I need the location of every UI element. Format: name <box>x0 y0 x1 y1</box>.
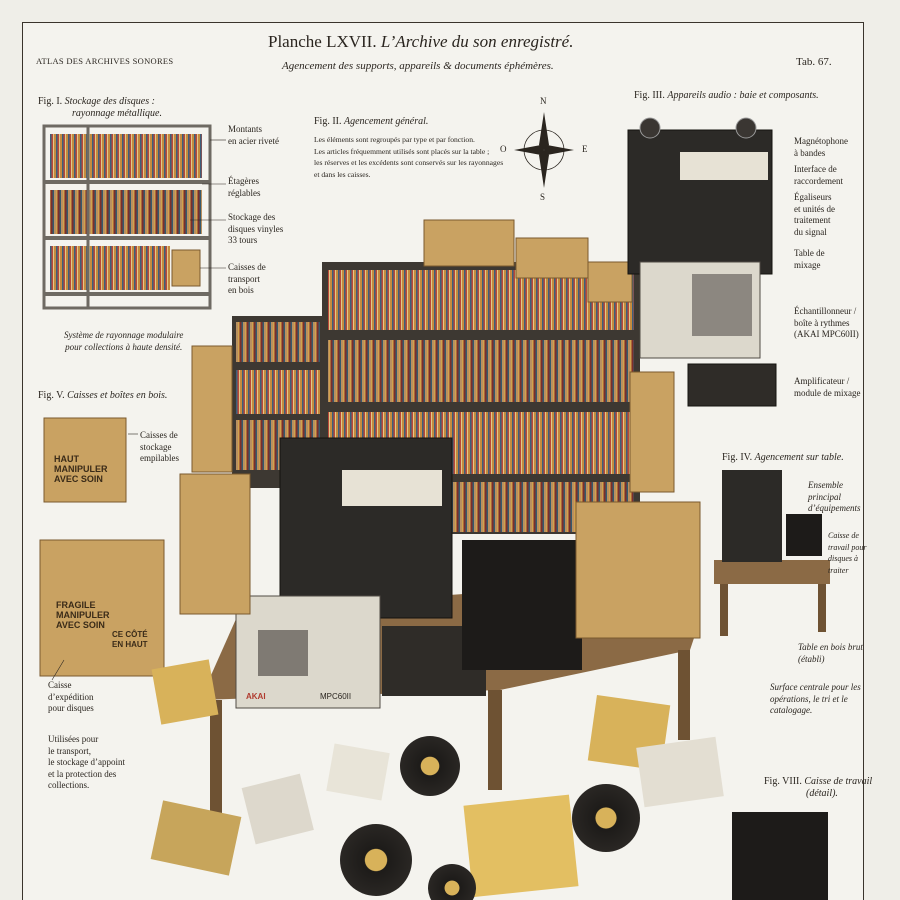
fig3-label-sampler: Échantillonneur /boîte à rythmes(AKAI MP… <box>794 306 859 339</box>
plate-subtitle: Agencement des supports, appareils & doc… <box>282 60 554 72</box>
fig1-shelf-illustration <box>42 124 226 310</box>
fig3-rack-illustration <box>627 117 777 407</box>
compass-rose-icon <box>514 112 574 188</box>
fig1-heading: Fig. I. Stockage des disques : rayonnage… <box>38 96 162 120</box>
mpc-model: MPC60II <box>320 692 352 701</box>
fig2-text: Les éléments sont regroupés par type et … <box>314 135 504 179</box>
compass-o: O <box>500 144 507 154</box>
fig8-heading: Fig. VIII. Caisse de travail (détail). <box>764 776 873 799</box>
fig4-heading: Fig. IV. Agencement sur table. <box>722 452 844 463</box>
fig1-title-2: rayonnage métallique. <box>72 108 162 119</box>
fig1-num: Fig. I. <box>38 96 63 107</box>
fig8-crate-illustration <box>732 812 828 900</box>
plate-title: L’Archive du son enregistré. <box>380 32 574 51</box>
fig5-crates-illustration <box>39 417 251 681</box>
plate-number: Planche LXVII. <box>268 32 377 51</box>
atlas-title: ATLAS DES ARCHIVES SONORES <box>36 56 174 66</box>
fig3-heading: Fig. III. Appareils audio : baie et comp… <box>634 90 819 101</box>
central-table-illustration <box>200 437 701 820</box>
fig5-heading: Fig. V. Caisses et boîtes en bois. <box>38 390 168 401</box>
floor-records-illustration <box>150 659 724 900</box>
akai-logo: AKAI <box>246 692 266 701</box>
fig1-title-1: Stockage des disques : <box>64 96 155 107</box>
compass-n: N <box>540 96 547 106</box>
fig2-heading: Fig. II. Agencement général. <box>314 116 429 127</box>
compass-s: S <box>540 192 546 202</box>
tab-number: Tab. 67. <box>796 56 832 68</box>
fig3-label-amp: Amplificateur /module de mixage <box>794 376 861 398</box>
fig4-label-table: Table en bois brut(établi) <box>798 642 863 664</box>
plate-heading: Planche LXVII. L’Archive du son enregist… <box>268 32 573 52</box>
fig4-table-illustration <box>714 470 830 636</box>
compass-e: E <box>582 144 588 154</box>
